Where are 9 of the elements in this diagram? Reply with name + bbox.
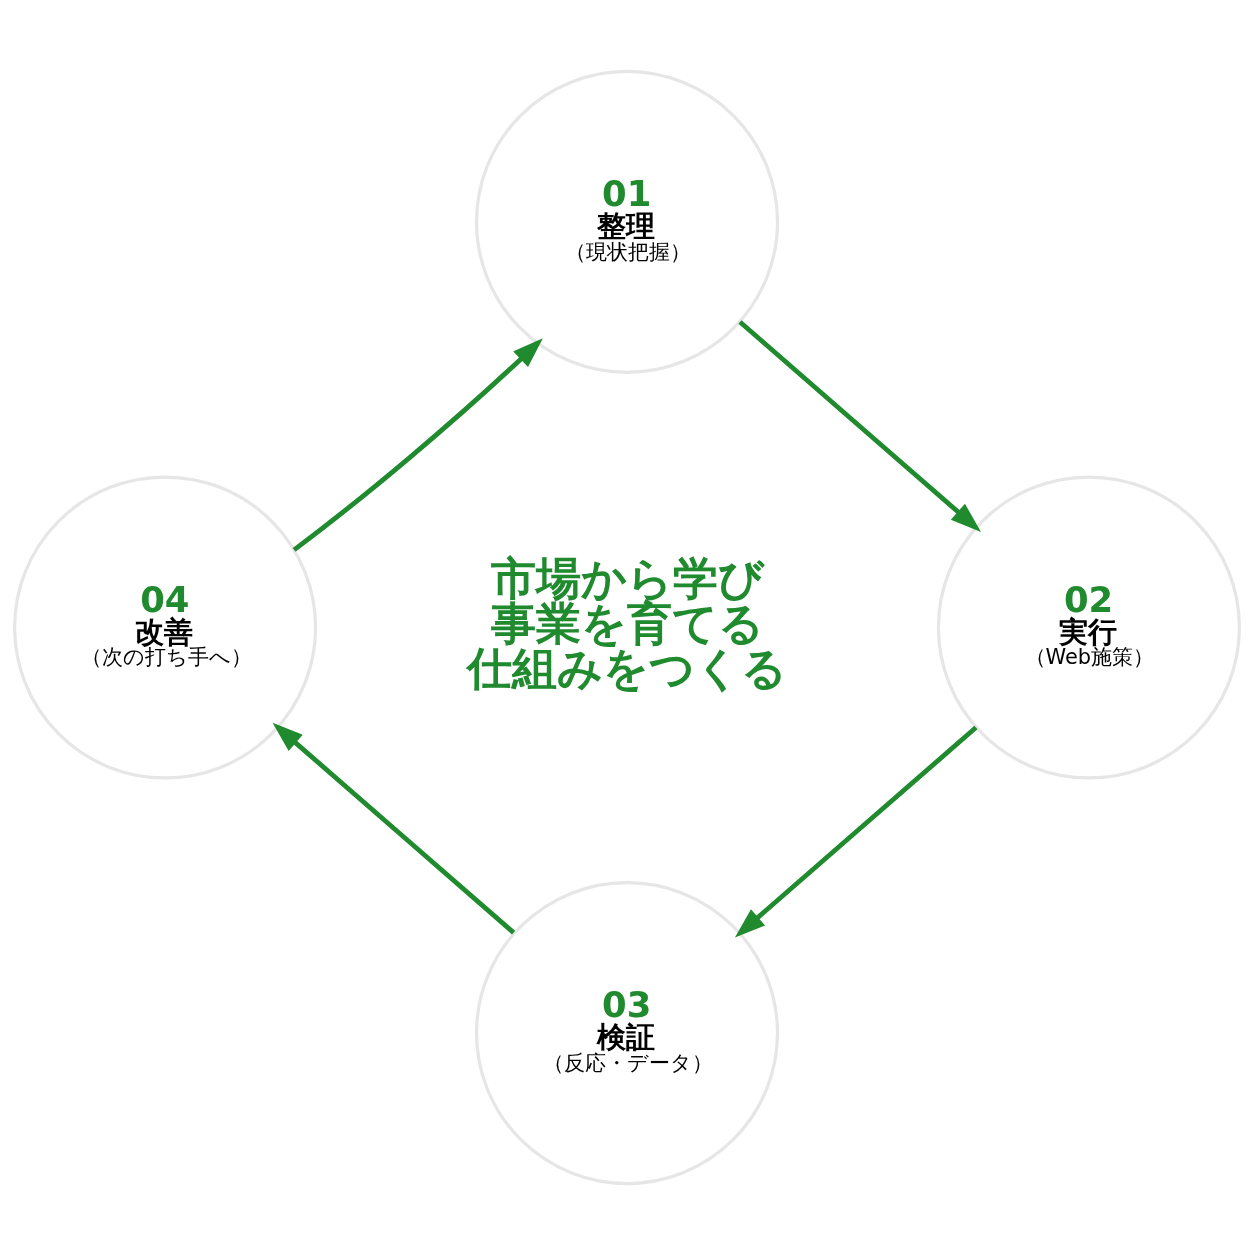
node-circle: 03 検証 （反応・データ） — [474, 880, 780, 1185]
arrow — [272, 722, 516, 934]
arrow — [734, 725, 978, 937]
label: 市場から学び事業を育てる仕組みをつくる — [466, 551, 787, 695]
arrow — [292, 337, 543, 552]
arrow — [738, 319, 981, 532]
node-circle: 01 整理 （現状把握） — [474, 69, 780, 374]
node-circle: 02 実行 （Web施策） — [936, 474, 1241, 780]
node-circle: 04 改善 （次の打ち手へ） — [13, 474, 318, 780]
